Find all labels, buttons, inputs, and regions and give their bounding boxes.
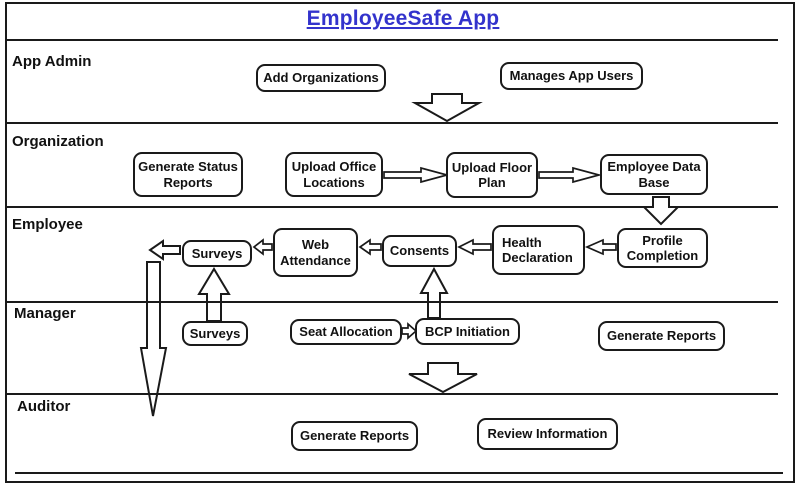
node-upload-office-locations: Upload Office Locations <box>285 152 383 197</box>
diagram-title: EmployeeSafe App <box>306 7 500 30</box>
lane-line-organization-employee <box>6 206 778 208</box>
node-add-organizations: Add Organizations <box>256 64 386 92</box>
lane-label-organization: Organization <box>12 133 104 150</box>
lane-line-manager-auditor <box>6 393 778 395</box>
node-web-attendance: Web Attendance <box>273 228 358 277</box>
node-profile-completion: Profile Completion <box>617 228 708 268</box>
node-seat-allocation: Seat Allocation <box>290 319 402 345</box>
node-employee-data-base: Employee Data Base <box>600 154 708 195</box>
lane-line-employee-manager <box>6 301 778 303</box>
node-bcp-initiation: BCP Initiation <box>415 318 520 345</box>
lane-line-bottom <box>15 472 783 474</box>
lane-label-employee: Employee <box>12 216 83 233</box>
node-manages-app-users: Manages App Users <box>500 62 643 90</box>
node-upload-floor-plan: Upload Floor Plan <box>446 152 538 198</box>
lane-label-app-admin: App Admin <box>12 53 92 70</box>
node-generate-reports-manager: Generate Reports <box>598 321 725 351</box>
lane-label-auditor: Auditor <box>17 398 71 415</box>
lane-label-manager: Manager <box>14 305 76 322</box>
lane-line-appadmin-organization <box>6 122 778 124</box>
title-separator-line <box>6 39 778 41</box>
node-health-declaration: Health Declaration <box>492 225 585 275</box>
node-generate-reports-auditor: Generate Reports <box>291 421 418 451</box>
node-generate-status-reports: Generate Status Reports <box>133 152 243 197</box>
node-surveys-manager: Surveys <box>182 321 248 346</box>
node-review-information: Review Information <box>477 418 618 450</box>
node-surveys-employee: Surveys <box>182 240 252 267</box>
node-consents: Consents <box>382 235 457 267</box>
